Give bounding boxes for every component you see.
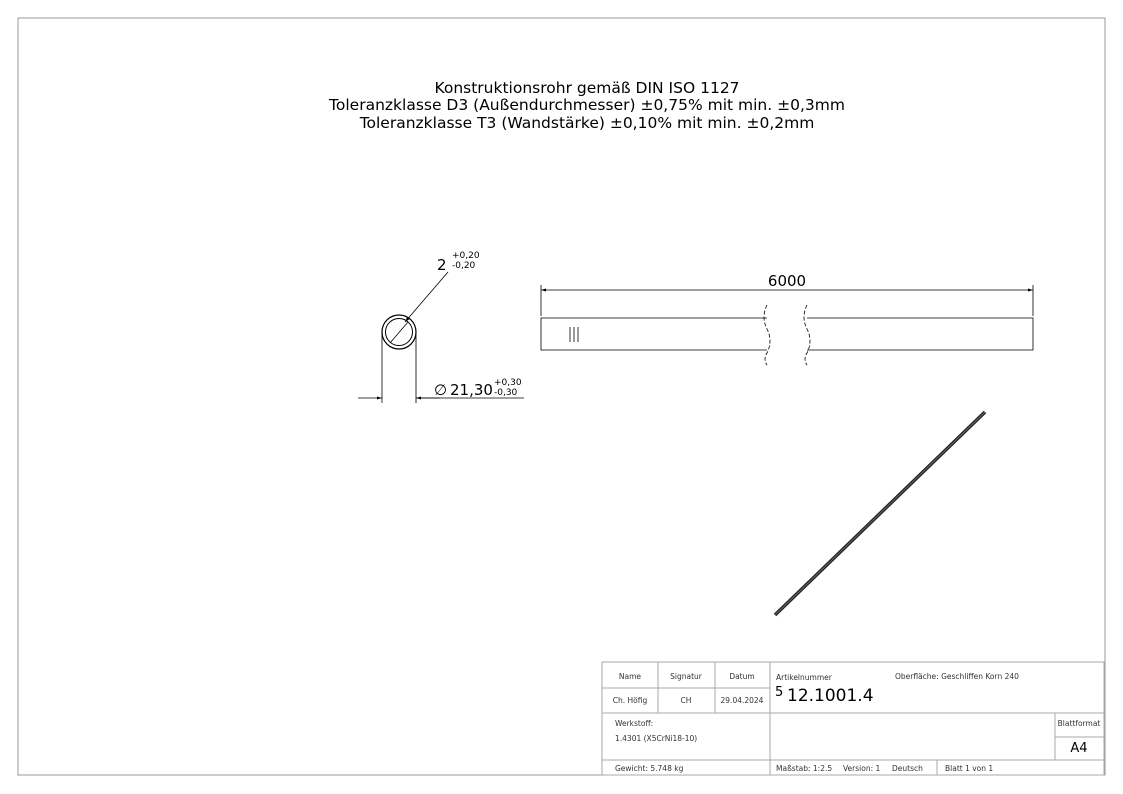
note-line: Toleranzklasse D3 (Außendurchmesser) ±0,… bbox=[328, 96, 845, 114]
author-name: Ch. Höfig bbox=[613, 696, 648, 705]
version: Version: 1 bbox=[843, 764, 880, 773]
tube-isometric-view bbox=[773, 410, 987, 617]
diameter-symbol: ∅ bbox=[434, 381, 447, 399]
diameter-tol-plus: +0,30 bbox=[494, 378, 522, 388]
blattformat-label: Blattformat bbox=[1058, 719, 1101, 728]
wall-tol-plus: +0,20 bbox=[452, 251, 480, 261]
gewicht: Gewicht: 5.748 kg bbox=[615, 764, 684, 773]
diameter-dimension: ∅ 21,30 +0,30 -0,30 bbox=[434, 378, 522, 399]
length-dimension: 6000 bbox=[768, 272, 806, 290]
wall-thickness-dimension: 2 +0,20 -0,20 bbox=[437, 251, 480, 274]
werkstoff: 1.4301 (X5CrNi18-10) bbox=[615, 734, 697, 743]
sheet-border bbox=[17, 17, 1106, 776]
title-block bbox=[601, 661, 1105, 776]
diameter-tol-minus: -0,30 bbox=[494, 388, 518, 398]
surface-finish: Oberfläche: Geschliffen Korn 240 bbox=[895, 672, 1019, 681]
sprache: Deutsch bbox=[892, 764, 923, 773]
title-block-text: Name Signatur Datum Ch. Höfig CH 29.04.2… bbox=[613, 672, 1101, 773]
massstab: Maßstab: 1:2.5 bbox=[776, 764, 832, 773]
header-name: Name bbox=[619, 672, 642, 681]
author-signature: CH bbox=[681, 696, 692, 705]
header-signatur: Signatur bbox=[670, 672, 703, 681]
note-line: Konstruktionsrohr gemäß DIN ISO 1127 bbox=[434, 79, 739, 97]
blatt: Blatt 1 von 1 bbox=[945, 764, 993, 773]
werkstoff-label: Werkstoff: bbox=[615, 719, 653, 728]
drawing-date: 29.04.2024 bbox=[721, 696, 764, 705]
note-line: Toleranzklasse T3 (Wandstärke) ±0,10% mi… bbox=[359, 114, 815, 132]
notes: Konstruktionsrohr gemäß DIN ISO 1127 Tol… bbox=[328, 79, 845, 132]
header-datum: Datum bbox=[729, 672, 754, 681]
artikelnummer-label: Artikelnummer bbox=[776, 673, 833, 682]
diameter-value: 21,30 bbox=[450, 381, 493, 399]
artikelnummer: 12.1001.4 bbox=[787, 686, 874, 706]
artikel-prefix: 5 bbox=[775, 685, 783, 700]
tube-section-view bbox=[358, 271, 524, 403]
wall-tol-minus: -0,20 bbox=[452, 261, 476, 271]
tube-side-view bbox=[540, 285, 1034, 366]
blattformat: A4 bbox=[1070, 741, 1087, 756]
wall-value: 2 bbox=[437, 256, 447, 274]
